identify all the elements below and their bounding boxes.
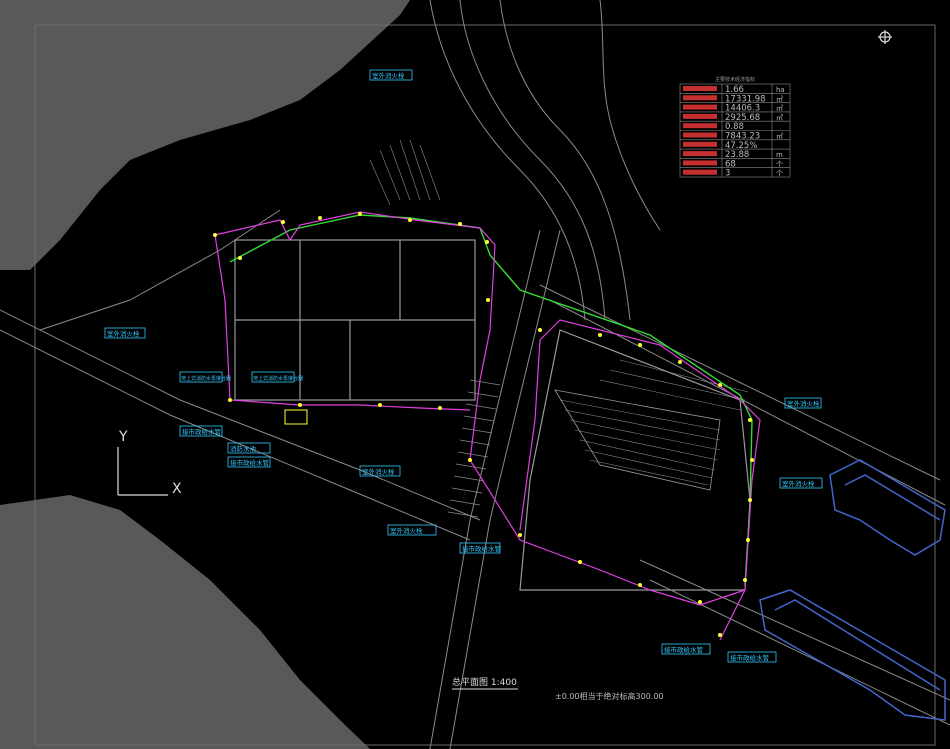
table-value: 3 (725, 169, 730, 179)
table-value: 23.88 (725, 150, 749, 160)
water-supply-east-branch (719, 589, 746, 641)
terrain-mass-bottom (0, 495, 370, 749)
callout-hydrant-south: 室外消火栓 (362, 467, 395, 476)
callout-adapter-2: 地上式消防水泵接合器 (253, 375, 303, 382)
callout-boxes (104, 69, 823, 663)
fire-main-loop (229, 214, 753, 586)
callout-hydrant-west: 室外消火栓 (107, 329, 140, 338)
callout-adapter-1: 地上式消防水泵接合器 (181, 375, 231, 382)
sheet-border (34, 24, 936, 746)
callout-municipal-supply-5: 接市政给水管 (730, 653, 770, 662)
axis-y-label: Y (118, 429, 128, 445)
table-value: 17331.98 (725, 94, 766, 104)
roof-outline (519, 329, 751, 591)
table-value: 2925.68 (725, 113, 760, 123)
table-unit: ㎡ (776, 95, 783, 103)
callout-municipal-supply-4: 接市政给水管 (664, 645, 704, 654)
compass-icon (878, 30, 892, 44)
ucs-axis-icon (117, 447, 168, 496)
table-unit: ㎡ (776, 105, 783, 113)
fitting-markers (213, 212, 754, 637)
terrain-mass-top (0, 0, 410, 270)
table-unit: ㎡ (776, 114, 783, 122)
parking-stalls (447, 379, 501, 518)
table-value: 14406.3 (725, 104, 760, 114)
axis-x-label: X (172, 481, 182, 497)
table-value: 0.88 (725, 122, 744, 132)
callout-labels: 室外消火栓 室外消火栓 地上式消防水泵接合器 地上式消防水泵接合器 接市政给水管… (107, 71, 820, 662)
callout-municipal-supply-1: 接市政给水管 (182, 427, 222, 436)
drawing-title: 总平面图 1:400 (452, 676, 517, 688)
callout-hydrant-east: 室外消火栓 (787, 399, 820, 408)
table-value: 1.66 (725, 85, 744, 95)
table-unit: ㎡ (776, 133, 783, 141)
table-unit: ha (776, 86, 785, 94)
slope-hatch (369, 139, 749, 486)
table-unit: 个 (776, 160, 783, 168)
callout-hydrant-gate: 室外消火栓 (390, 526, 423, 535)
roof-hatch-zone (554, 389, 721, 491)
fire-pool-symbol (284, 409, 308, 425)
table-unit: 个 (776, 170, 783, 178)
callout-hydrant-north: 室外消火栓 (372, 71, 405, 80)
callout-municipal-supply-2: 接市政给水管 (230, 458, 270, 467)
callout-fire-pool: 消防水池 (230, 444, 257, 453)
callout-municipal-supply-3: 接市政给水管 (462, 544, 502, 553)
table-value: 47.25% (725, 141, 757, 151)
table-value: 7843.23 (725, 132, 760, 142)
water-supply-west (214, 234, 471, 411)
water-supply-loop (214, 211, 761, 606)
main-building (234, 239, 476, 401)
elevation-note: ±0.00相当于绝对标高300.00 (555, 691, 664, 701)
table-unit: m (776, 151, 783, 159)
residential-blocks (759, 459, 946, 721)
callout-hydrant-east-2: 室外消火栓 (782, 479, 815, 488)
summary-table: 主要技术经济指标 1.66 17331.98 14406.3 2925.68 0… (679, 76, 791, 179)
summary-table-header: 主要技术经济指标 (715, 76, 755, 83)
table-value: 68 (725, 159, 736, 169)
